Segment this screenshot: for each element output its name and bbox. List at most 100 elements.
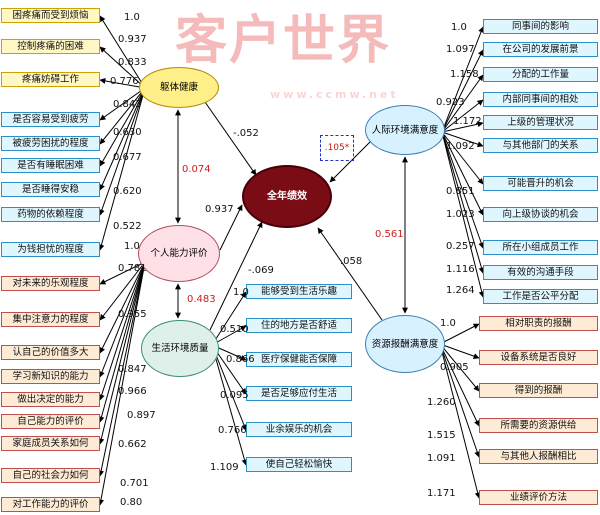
loading-value: 0.257 — [446, 241, 475, 252]
ellipse-personal-ability: 个人能力评价 — [138, 225, 220, 282]
indicator-arrow — [99, 46, 146, 89]
indicator-arrow — [441, 121, 484, 133]
structural-arrow — [317, 227, 383, 321]
loading-value: 0.847 — [118, 364, 147, 375]
item-box: 困疼痛而受到烦恼 — [1, 8, 100, 23]
loading-value: 0.662 — [118, 439, 147, 450]
item-box: 住的地方是否舒适 — [246, 318, 352, 333]
item-box: 使自己轻松愉快 — [246, 457, 352, 472]
item-box: 药物的依赖程度 — [1, 207, 100, 222]
loading-value: 0.522 — [113, 221, 142, 232]
indicator-arrow — [99, 261, 146, 354]
loading-value: 1.091 — [427, 453, 456, 464]
loading-value: 0.781 — [118, 263, 147, 274]
indicator-arrow — [441, 49, 484, 133]
path-coef-health-ability: 0.074 — [182, 164, 211, 175]
ellipse-interpersonal: 人际环境满意度 — [365, 105, 445, 155]
loading-value: 1.092 — [446, 141, 475, 152]
loading-value: 1.264 — [446, 285, 475, 296]
item-box: 向上级协谈的机会 — [483, 207, 598, 222]
path-coef-ability-life: 0.483 — [187, 294, 216, 305]
item-box: 家庭成员关系如何 — [1, 436, 100, 451]
item-box: 工作是否公平分配 — [483, 289, 598, 304]
item-box: 相对职责的报酬 — [479, 316, 598, 331]
loading-value: 0.843 — [113, 99, 142, 110]
item-box: 业绩评价方法 — [479, 490, 598, 505]
item-box: 与其他部门的关系 — [483, 138, 598, 153]
ellipse-resource: 资源报酬满意度 — [365, 315, 445, 373]
loading-value: 1.116 — [446, 264, 475, 275]
loading-value: 1.0 — [124, 12, 140, 23]
indicator-arrow — [99, 261, 146, 321]
ellipse-work-health: 躯体健康 — [139, 67, 219, 108]
item-box: 对工作能力的评价 — [1, 497, 100, 512]
ellipse-life-env: 生活环境质量 — [141, 320, 219, 377]
item-box: 得到的报酬 — [479, 383, 598, 398]
loading-value: 1.0 — [440, 318, 456, 329]
loading-value: 0.851 — [446, 186, 475, 197]
loading-value: 0.095 — [220, 390, 249, 401]
loading-value: 1.0 — [233, 287, 249, 298]
loading-value: 0.620 — [113, 186, 142, 197]
indicator-arrow — [439, 323, 480, 345]
loading-value: 0.833 — [118, 57, 147, 68]
indicator-arrow — [98, 261, 146, 506]
indicator-arrow — [98, 87, 146, 216]
indicator-arrow — [441, 131, 484, 216]
indicator-arrow — [99, 87, 146, 191]
indicator-arrow — [99, 87, 146, 167]
path-coef-interp-perf: .105* — [320, 135, 354, 161]
indicator-arrow — [441, 26, 484, 133]
indicator-arrow — [439, 343, 480, 427]
loading-value: 1.097 — [446, 44, 475, 55]
indicator-arrow — [211, 344, 248, 466]
loading-value: 0.937 — [118, 34, 147, 45]
loading-value: 1.515 — [427, 430, 456, 441]
watermark-url: www.ccmw.net — [270, 88, 399, 101]
indicator-arrow — [441, 131, 485, 274]
item-box: 设备系统是否良好 — [479, 350, 598, 365]
item-box: 同事间的影响 — [483, 19, 598, 34]
item-box: 与其他人报酬相比 — [479, 449, 598, 464]
indicator-arrow — [98, 261, 146, 401]
item-box: 是否睡得安稳 — [1, 182, 100, 197]
path-coef-life-perf: -.069 — [248, 265, 274, 276]
loading-value: 1.023 — [446, 209, 475, 220]
item-box: 所在小组成员工作 — [483, 240, 598, 255]
indicator-arrow — [441, 131, 484, 148]
item-box: 认自己的价值多大 — [1, 345, 100, 360]
indicator-arrow — [98, 261, 146, 423]
indicator-arrow — [211, 291, 247, 346]
item-box: 被疲劳困扰的程度 — [1, 136, 100, 151]
indicator-arrow — [439, 343, 480, 359]
indicator-arrow — [98, 261, 146, 477]
item-box: 控制疼痛的困难 — [1, 39, 100, 54]
item-box: 学习新知识的能力 — [1, 369, 100, 384]
loading-value: 0.510 — [220, 324, 249, 335]
item-box: 是否容易受到疲劳 — [1, 112, 100, 127]
loading-value: 1.109 — [210, 462, 239, 473]
path-coef-interp-perf-value: .105* — [324, 143, 350, 153]
path-coef-health-perf: -.052 — [233, 128, 259, 139]
indicator-arrow — [211, 344, 247, 431]
item-box: 业余娱乐的机会 — [246, 422, 352, 437]
loading-value: 0.866 — [226, 354, 255, 365]
indicator-arrow — [99, 87, 146, 121]
item-box: 自己的社会力如何 — [1, 468, 100, 483]
item-box: 能够受到生活乐趣 — [246, 284, 352, 299]
item-box: 分配的工作量 — [483, 67, 598, 82]
indicator-arrow — [441, 131, 485, 298]
structural-arrow — [329, 139, 373, 183]
item-box: 上级的管理状况 — [483, 115, 598, 130]
path-coef-ability-perf: 0.937 — [205, 204, 234, 215]
path-coef-interp-resource: 0.561 — [375, 229, 404, 240]
loading-value: 1.0 — [124, 241, 140, 252]
item-box: 集中注意力的程度 — [1, 312, 100, 327]
item-box: 所需要的资源供给 — [479, 418, 598, 433]
indicator-arrow — [99, 261, 146, 378]
item-box: 是否有睡眠困难 — [1, 158, 100, 173]
path-coef-resource-perf: .058 — [340, 256, 363, 267]
loading-value: 0.897 — [127, 410, 156, 421]
